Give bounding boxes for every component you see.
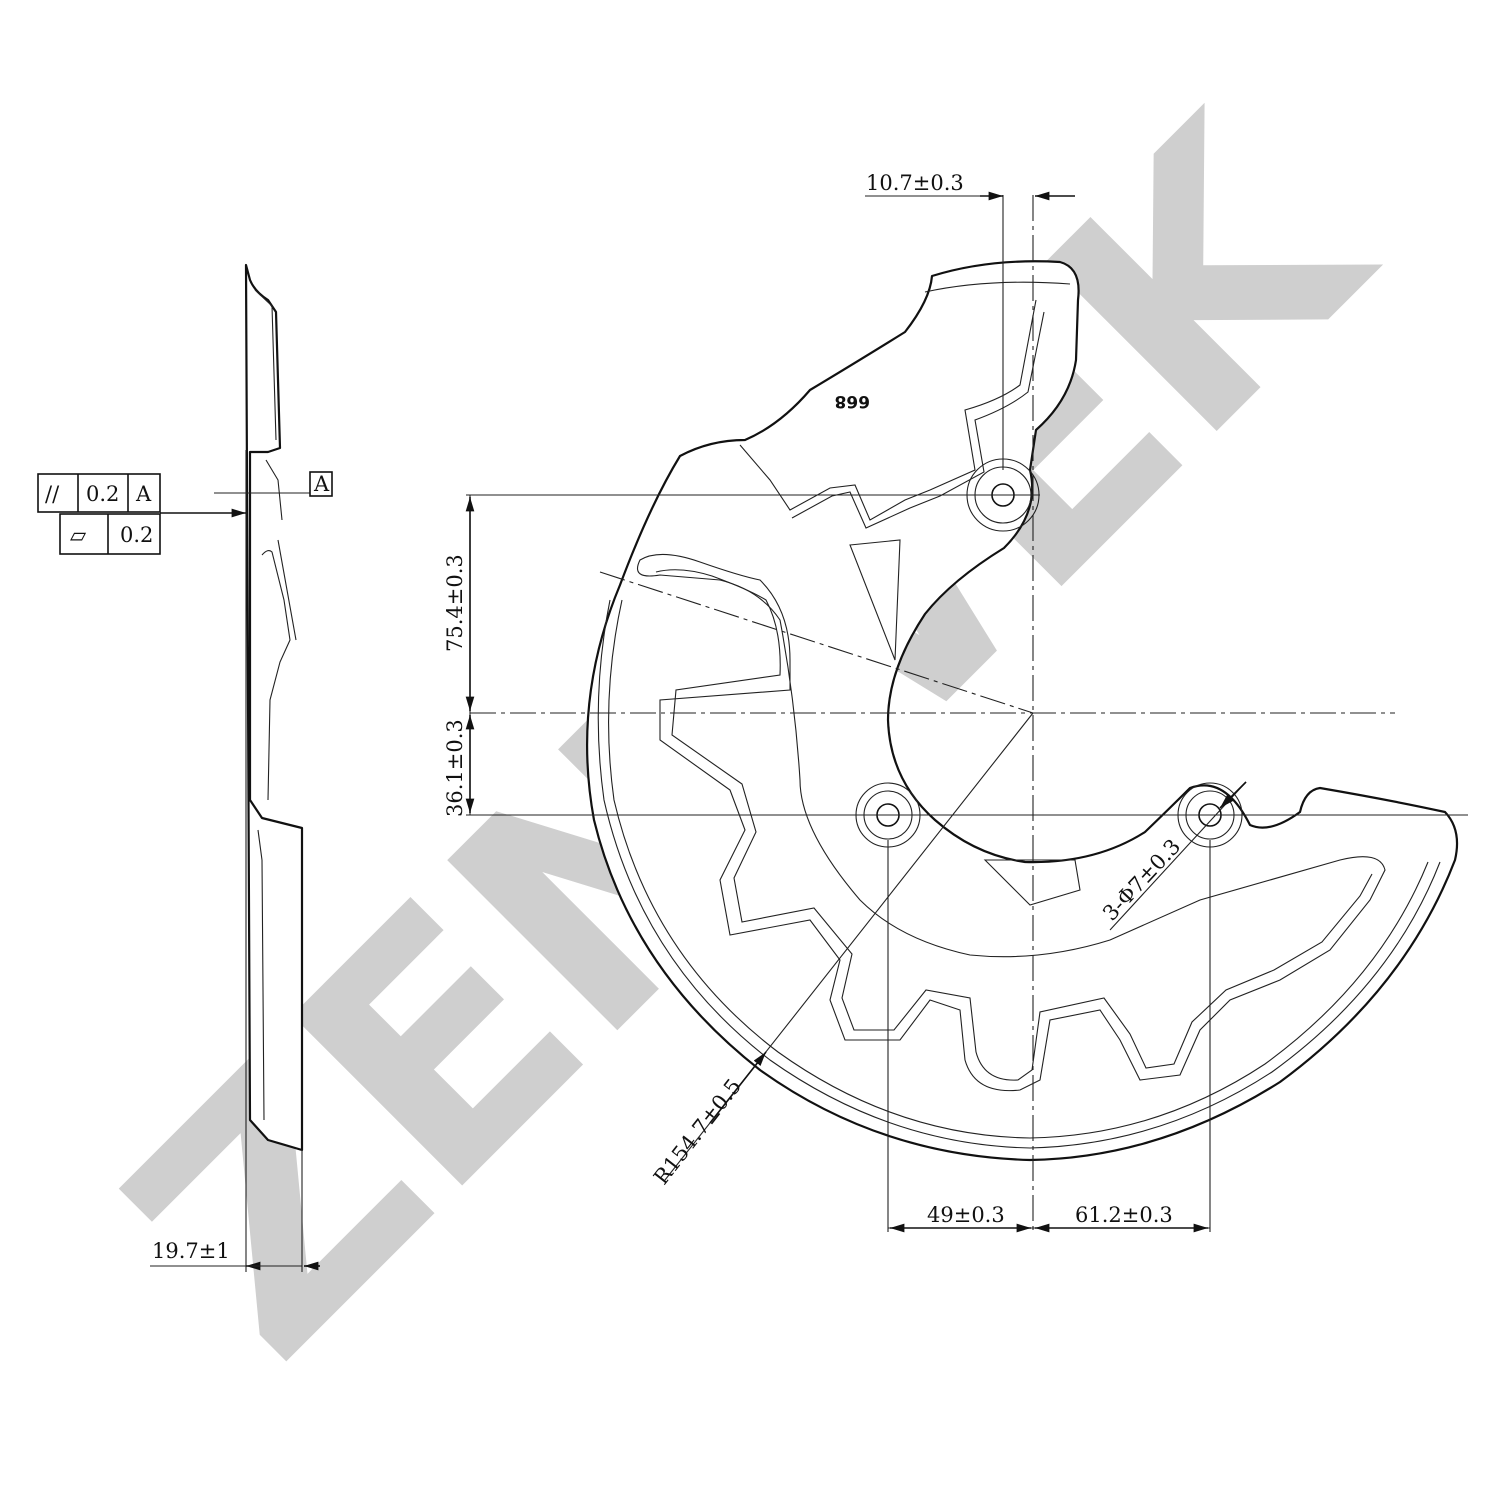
stiffening-rib [636, 553, 1386, 1092]
flatness-frame [59, 513, 161, 555]
inner-gusset-lower [983, 859, 1081, 906]
stiffening-rib-inner [655, 569, 1373, 1081]
shield-outline [585, 260, 1459, 1162]
dim-vertical-lower: 36.1±0.3 [443, 719, 467, 817]
top-lobe-flange-inner [791, 311, 1045, 529]
dim-horizontal-left: 49±0.3 [927, 1203, 1005, 1227]
centerline-diagonal [599, 571, 1034, 714]
datum-box [309, 471, 333, 497]
datum-label: A [313, 472, 330, 496]
shield-inner-rim [597, 599, 1441, 1149]
shield-inner-rim-2 [608, 599, 1429, 1139]
top-lobe-flange [739, 281, 1071, 521]
side-profile [244, 263, 304, 1152]
dim-horizontal-right: 61.2±0.3 [1075, 1203, 1173, 1227]
inner-gusset-upper [849, 539, 901, 661]
part-mark: 668 [835, 391, 871, 411]
dim-vertical-upper: 75.4±0.3 [443, 554, 467, 652]
side-view: 19.7±1 // 0.2 A ▱ 0.2 A [37, 263, 333, 1272]
dim-top-offset: 10.7±0.3 [866, 171, 964, 195]
parallelism-symbol: // [45, 482, 60, 506]
side-profile-inner [254, 289, 297, 1121]
parallelism-datum: A [135, 482, 152, 506]
flatness-value: 0.2 [120, 523, 153, 547]
gdt-frames: // 0.2 A ▱ 0.2 A [37, 471, 333, 555]
thickness-dim: 19.7±1 [152, 1239, 230, 1263]
parallelism-value: 0.2 [86, 482, 119, 506]
flatness-symbol: ▱ [70, 523, 87, 547]
parallelism-frame [37, 473, 161, 513]
